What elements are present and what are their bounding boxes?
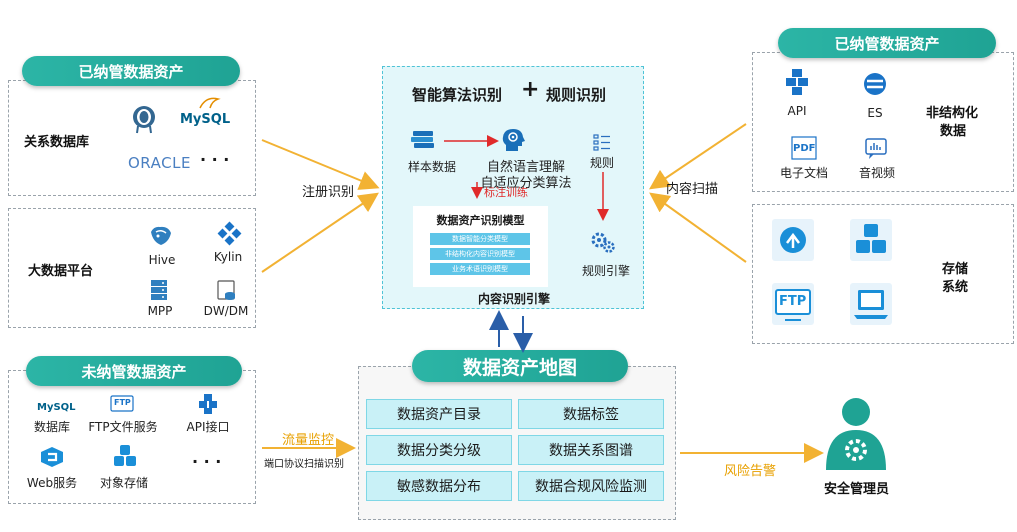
kylin-icon (217, 221, 242, 246)
kylin-label: Kylin (213, 250, 243, 264)
register-recognition-label: 注册识别 (302, 185, 355, 200)
storage-label-line1: 存储 (942, 262, 969, 277)
dwdm-icon (217, 280, 235, 300)
hive-icon (151, 226, 171, 245)
dolphin-icon (199, 97, 221, 109)
right-api-label: API (787, 104, 807, 118)
content-scan-label: 内容扫描 (666, 182, 719, 197)
left-managed-title: 已纳管数据资产 (22, 56, 240, 86)
rule-engine-label: 规则引擎 (581, 264, 630, 278)
rule-engine-gears-icon (591, 232, 615, 253)
web-service-icon (41, 447, 63, 467)
model-title: 数据资产识别模型 (436, 214, 525, 227)
pdf-text: PDF (793, 143, 816, 154)
bigdata-platform-label: 大数据平台 (28, 264, 94, 279)
api-cubes-icon (199, 394, 217, 414)
unmanaged-db-label: 数据库 (33, 420, 70, 434)
map-cell-relation-graph: 数据关系图谱 (518, 435, 664, 465)
relational-more: · · · (200, 150, 230, 169)
smart-algorithm-title: 智能算法识别 (412, 86, 503, 104)
left-unmanaged-title: 未纳管数据资产 (26, 356, 242, 386)
object-storage-icon (114, 445, 136, 466)
ftp-service-icon (110, 395, 134, 412)
e-document-label: 电子文档 (779, 166, 828, 180)
asset-map-title: 数据资产地图 (412, 350, 628, 382)
ftp-service-label: FTP文件服务 (88, 420, 158, 434)
object-storage-label: 对象存储 (99, 476, 148, 490)
annotate-train-label: 标注训练 (484, 186, 528, 199)
right-api-cubes-icon (786, 69, 808, 95)
es-label: ES (867, 106, 883, 120)
sample-data-books-icon (411, 131, 434, 148)
risk-alert-label: 风险告警 (724, 464, 777, 479)
map-cell-sensitive-distribution: 敏感数据分布 (366, 471, 512, 501)
model-row-business-terms: 业务术语识别模型 (430, 263, 530, 275)
rule-label: 规则 (589, 156, 614, 170)
map-cell-tags: 数据标签 (518, 399, 664, 429)
security-admin-label: 安全管理员 (824, 482, 890, 497)
audio-video-label: 音视频 (858, 166, 895, 180)
left-managed-bigdata-box (8, 208, 256, 328)
content-engine-label: 内容识别引擎 (478, 292, 551, 306)
dwdm-label: DW/DM (203, 304, 249, 318)
unstructured-label-line2: 数据 (940, 124, 967, 139)
unmanaged-more: · · · (192, 452, 222, 471)
oracle-logo: ORACLE (128, 154, 191, 172)
mysql-logo: MySQL (180, 112, 231, 127)
unmanaged-ftp-text: FTP (114, 398, 131, 407)
nlp-line1: 自然语言理解 (486, 160, 565, 175)
cloud-upload-icon (772, 219, 814, 261)
pdf-document-icon (791, 136, 817, 160)
model-row-classification: 数据智能分类模型 (430, 233, 530, 245)
mpp-server-icon (151, 280, 167, 300)
model-row-unstructured: 非结构化内容识别模型 (430, 248, 530, 260)
storage-cubes-icon (850, 219, 892, 261)
port-scan-label: 端口协议扫描识别 (264, 459, 344, 470)
map-cell-classification: 数据分类分级 (366, 435, 512, 465)
map-cell-compliance-risk: 数据合规风险监测 (518, 471, 664, 501)
storage-label-line2: 系统 (942, 280, 969, 295)
right-managed-title: 已纳管数据资产 (778, 28, 996, 58)
sample-data-label: 样本数据 (407, 160, 456, 174)
mpp-label: MPP (147, 304, 173, 318)
postgresql-icon (133, 106, 155, 134)
audio-video-icon (865, 138, 887, 159)
unmanaged-mysql-logo: MySQL (37, 402, 76, 413)
api-interface-label: API接口 (186, 420, 230, 434)
left-unmanaged-box (8, 370, 256, 504)
security-admin-icon (826, 398, 886, 470)
storage-ftp-icon (772, 283, 814, 325)
plus-sign: + (521, 77, 540, 102)
unstructured-label-line1: 非结构化 (926, 106, 979, 121)
laptop-icon (850, 283, 892, 325)
storage-ftp-text: FTP (779, 294, 807, 309)
rule-list-icon (593, 134, 610, 151)
nlp-line2: 自适应分类算法 (480, 176, 572, 191)
map-cell-catalog: 数据资产目录 (366, 399, 512, 429)
web-service-label: Web服务 (26, 476, 78, 490)
ai-brain-head-icon (502, 129, 525, 151)
rule-recognition-title: 规则识别 (546, 86, 607, 104)
relational-db-label: 关系数据库 (24, 135, 90, 150)
es-icon (864, 73, 886, 95)
left-managed-relational-box (8, 80, 256, 196)
traffic-monitor-label: 流量监控 (282, 433, 335, 448)
hive-label: Hive (148, 253, 176, 267)
